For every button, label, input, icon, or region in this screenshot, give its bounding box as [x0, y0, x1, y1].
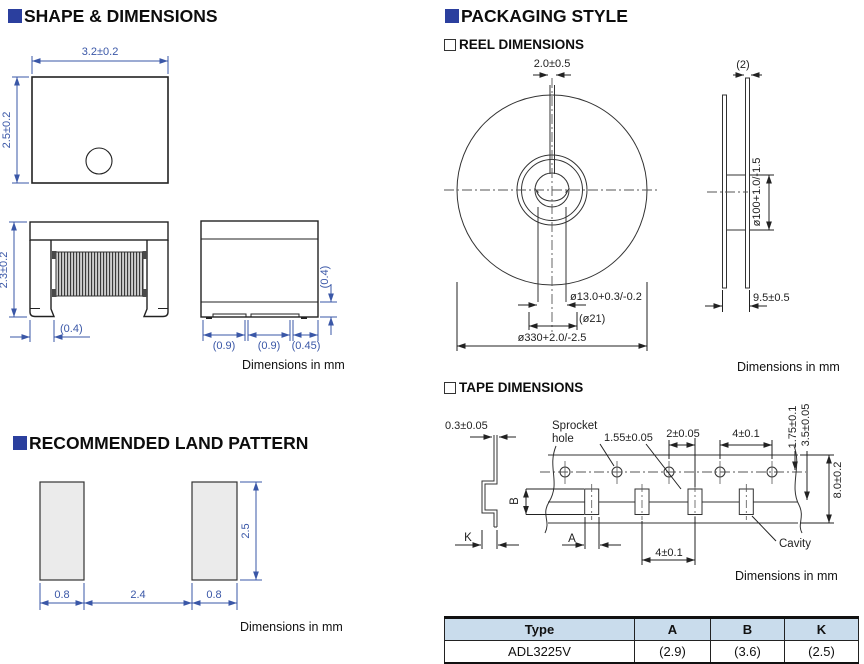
section-title-text: RECOMMENDED LAND PATTERN [29, 433, 309, 453]
section-packaging-style: PACKAGING STYLE [445, 7, 628, 25]
label-sprocket-line2: hole [552, 433, 574, 445]
dim-tape-thickness: 0.3±0.05 [445, 420, 488, 432]
col-header-type: Type [444, 617, 635, 641]
dim-reel-flange: (2) [736, 59, 749, 71]
dim-reel-slot: 2.0±0.5 [534, 58, 571, 70]
note-dimensions-mm: Dimensions in mm [242, 358, 345, 372]
subsection-reel-dimensions: REEL DIMENSIONS [444, 37, 585, 53]
cell-a: (2.9) [634, 640, 711, 664]
spec-table: Type A B K ADL3225V (2.9) (3.6) (2.5) [444, 616, 859, 664]
note-dimensions-mm: Dimensions in mm [737, 360, 840, 374]
dim-tape-width: 8.0±0.2 [832, 462, 844, 499]
dim-land-height: 2.5 [240, 523, 252, 538]
dim-tape-k: K [464, 532, 472, 544]
subsection-title-text: TAPE DIMENSIONS [459, 380, 584, 395]
dim-top-width: 3.2±0.2 [82, 46, 119, 58]
col-header-a: A [634, 617, 711, 641]
dim-side-standoff: (0.4) [319, 266, 331, 289]
dim-cavity-pitch: 4±0.1 [655, 547, 682, 559]
section-title-text: SHAPE & DIMENSIONS [24, 6, 218, 26]
cell-k: (2.5) [784, 640, 859, 664]
dim-land-pad-right: 0.8 [206, 589, 221, 601]
cell-type: ADL3225V [444, 640, 635, 664]
note-dimensions-mm: Dimensions in mm [735, 569, 838, 583]
label-sprocket-line1: Sprocket [552, 420, 598, 432]
dim-hole-to-cavity: 2±0.05 [666, 428, 700, 440]
col-header-b: B [710, 617, 785, 641]
cell-b: (3.6) [710, 640, 785, 664]
land-pattern-drawing: 2.5 0.8 2.4 0.8 [39, 481, 262, 610]
dim-reel-hub: (ø21) [579, 313, 605, 325]
dim-land-pad-left: 0.8 [54, 589, 69, 601]
dim-tape-b: B [509, 497, 521, 505]
top-view-drawing: 3.2±0.2 2.5±0.2 [1, 46, 169, 184]
dim-sprocket-dia: 1.55±0.05 [604, 432, 653, 444]
dim-reel-core: ø100+1.0/-1.5 [751, 158, 763, 227]
note-dimensions-mm: Dimensions in mm [240, 620, 343, 634]
side-view-drawing: (0.9) (0.9) (0.45) (0.4) [200, 220, 337, 352]
subsection-tape-dimensions: TAPE DIMENSIONS [444, 380, 584, 396]
subsection-title-text: REEL DIMENSIONS [459, 37, 585, 52]
dim-front-foot: (0.4) [60, 323, 83, 335]
reel-front-drawing: 2.0±0.5 ø13.0+0.3/-0.2 (ø21) ø330+2.0/-2… [444, 58, 660, 351]
dim-reel-hole: ø13.0+0.3/-0.2 [570, 291, 642, 303]
label-cavity: Cavity [779, 538, 811, 550]
section-land-pattern: RECOMMENDED LAND PATTERN [13, 434, 308, 452]
blue-square-icon [13, 436, 27, 450]
reel-side-drawing: (2) ø100+1.0/-1.5 9.5±0.5 [705, 59, 790, 312]
tape-profile-drawing: 0.3±0.05 K [445, 420, 519, 549]
dim-reel-width: 9.5±0.5 [753, 292, 790, 304]
blue-square-icon [8, 9, 22, 23]
dim-side-pad2: (0.9) [258, 340, 281, 352]
col-header-k: K [784, 617, 859, 641]
blue-square-icon [445, 9, 459, 23]
dim-top-height: 2.5±0.2 [1, 112, 13, 149]
dim-side-pad3: (0.45) [292, 340, 321, 352]
dim-front-height: 2.3±0.2 [0, 252, 10, 289]
section-title-text: PACKAGING STYLE [461, 6, 628, 26]
outline-square-icon [444, 382, 456, 394]
dim-edge-to-hole: 1.75±0.1 [787, 406, 799, 449]
tape-main-drawing: Sprocket hole 1.55±0.05 2±0.05 4±0.1 1.7… [509, 404, 844, 565]
dim-hole-to-center: 3.5±0.05 [800, 404, 812, 447]
table-header-row: Type A B K [444, 617, 859, 641]
dim-reel-outer: ø330+2.0/-2.5 [518, 332, 587, 344]
table-row: ADL3225V (2.9) (3.6) (2.5) [444, 640, 859, 664]
section-shape-dimensions: SHAPE & DIMENSIONS [8, 7, 218, 25]
dim-tape-a: A [568, 533, 576, 545]
dim-sprocket-pitch: 4±0.1 [732, 428, 759, 440]
outline-square-icon [444, 39, 456, 51]
front-view-drawing: 2.3±0.2 (0.4) [0, 221, 169, 342]
dim-side-pad1: (0.9) [213, 340, 236, 352]
dim-land-gap: 2.4 [130, 589, 145, 601]
